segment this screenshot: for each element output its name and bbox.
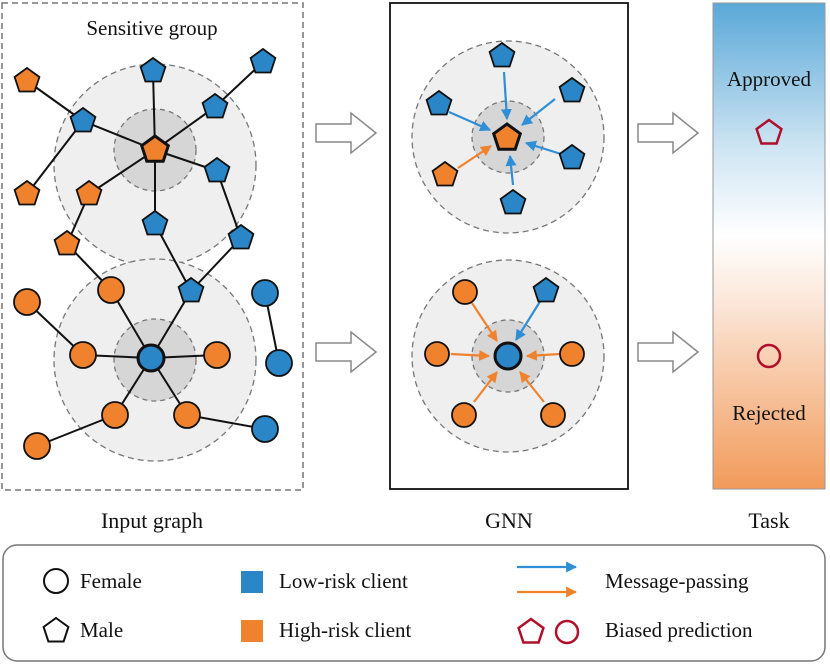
female-node xyxy=(23,432,51,460)
low-risk-swatch-icon xyxy=(241,571,263,593)
input-graph-female-nodes xyxy=(13,276,293,460)
female-node xyxy=(493,341,523,371)
female-node xyxy=(451,402,477,428)
biased-female-prediction-icon xyxy=(756,343,782,369)
female-node xyxy=(251,415,279,443)
gnn-to-task-arrows xyxy=(637,111,700,374)
hollow-arrow-icon xyxy=(315,111,378,155)
legend-high-risk-label: High-risk client xyxy=(279,618,412,642)
gnn-bottom-nodes xyxy=(424,276,585,428)
legend-female-label: Female xyxy=(80,569,142,593)
male-node xyxy=(558,143,586,170)
gnn-panel: GNN xyxy=(389,2,629,533)
high-risk-swatch-icon xyxy=(241,620,263,642)
male-node xyxy=(227,223,255,250)
female-node xyxy=(251,279,279,307)
male-node xyxy=(69,106,97,133)
task-caption: Task xyxy=(748,508,789,533)
gnn-frame xyxy=(389,2,629,490)
female-node xyxy=(203,341,231,369)
male-node xyxy=(532,276,560,303)
biased-pentagon-legend-icon xyxy=(517,617,545,644)
male-node xyxy=(203,156,231,183)
male-node xyxy=(431,160,459,187)
legend-message-passing-label: Message-passing xyxy=(605,569,749,593)
female-node xyxy=(540,402,566,428)
gnn-top-messages xyxy=(448,71,562,186)
male-node xyxy=(177,276,205,303)
male-node xyxy=(488,41,516,68)
male-node xyxy=(499,188,527,215)
legend: Female Male Low-risk client High-risk cl… xyxy=(2,544,826,662)
male-node xyxy=(53,229,81,256)
approved-label: Approved xyxy=(727,67,811,91)
female-node xyxy=(101,401,129,429)
biased-circle-legend-icon xyxy=(554,619,580,645)
male-node xyxy=(75,179,103,206)
input-graph-caption: Input graph xyxy=(101,508,203,533)
female-legend-icon xyxy=(43,568,69,594)
hollow-arrow-icon xyxy=(637,330,700,374)
male-node xyxy=(13,66,41,93)
gnn-top-nodes xyxy=(425,41,586,215)
legend-male-label: Male xyxy=(80,618,123,642)
task-gradient-bar xyxy=(712,2,826,490)
legend-biased-prediction-label: Biased prediction xyxy=(605,618,753,642)
male-node xyxy=(491,122,523,151)
sensitive-group-label: Sensitive group xyxy=(86,16,217,40)
male-node xyxy=(249,47,277,74)
female-node xyxy=(13,288,41,316)
male-node xyxy=(141,209,169,236)
hollow-arrow-icon xyxy=(315,330,378,374)
female-node xyxy=(265,349,293,377)
female-node xyxy=(97,276,125,304)
biased-male-prediction-icon xyxy=(755,118,783,145)
female-node xyxy=(559,341,585,367)
gnn-caption: GNN xyxy=(485,508,533,533)
legend-low-risk-label: Low-risk client xyxy=(279,569,408,593)
female-node xyxy=(136,343,166,373)
male-node xyxy=(139,134,171,163)
male-node xyxy=(139,56,167,83)
male-legend-icon xyxy=(42,616,70,643)
male-node xyxy=(558,76,586,103)
hollow-arrow-icon xyxy=(637,111,700,155)
female-node xyxy=(452,279,478,305)
task-panel: Approved Rejected Task xyxy=(712,2,826,533)
male-node xyxy=(13,179,41,206)
male-node xyxy=(201,92,229,119)
input-graph-male-nodes xyxy=(13,47,277,303)
input-to-gnn-arrows xyxy=(315,111,378,374)
input-graph-frame xyxy=(1,2,304,491)
female-node xyxy=(173,401,201,429)
gnn-bottom-messages xyxy=(450,299,561,403)
female-node xyxy=(69,341,97,369)
input-graph-panel: Sensitive group xyxy=(1,2,304,533)
female-node xyxy=(424,341,450,367)
male-node xyxy=(425,89,453,116)
legend-box xyxy=(2,544,826,662)
rejected-label: Rejected xyxy=(732,401,806,425)
